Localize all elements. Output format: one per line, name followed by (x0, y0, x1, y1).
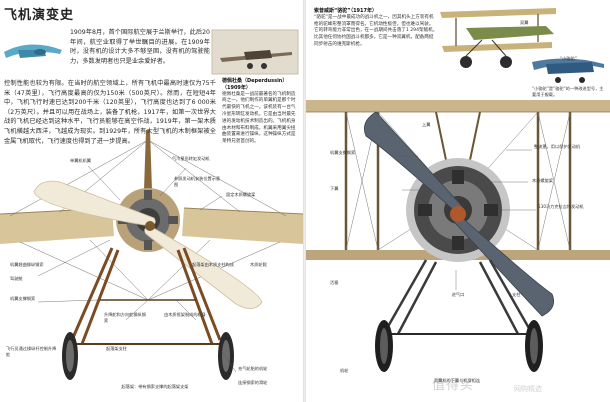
inset-label-biplane: 双翼 (520, 20, 529, 25)
callout-propeller: 固定木质螺旋桨 (226, 192, 256, 197)
left-page-illustration (0, 29, 303, 380)
sidebar-title: 德佩杜桑（Deperdussin）（1909年） (222, 78, 288, 91)
callout-engine-diagram: 参照发动机安装位置示意图 (174, 176, 221, 187)
sea-camel-inset-icon (532, 58, 604, 83)
intro-paragraph: 1909年8月，首个国际航空展于兰斯举行，此后20年间，航空业取得了举世瞩目的进… (70, 29, 210, 65)
right-callout-intake: 进气口 (451, 292, 465, 297)
right-page-illustration (306, 8, 610, 372)
right-callout-lower-wing: 下翼 (330, 186, 339, 191)
right-callout-cowling: 整流罩，用以保护发动机 (534, 144, 581, 149)
page-title: 飞机演变史 (4, 8, 75, 23)
camel-biplane-icon (440, 8, 556, 68)
book-gutter (303, 0, 306, 402)
callout-stick: 飞行员通过操纵杆控制升降舵 (6, 346, 57, 357)
deperdussin-sidebar: 德佩杜桑（Deperdussin）（1909年） 德佩杜桑是一战前最著名的飞机制… (222, 78, 300, 146)
callout-fuselage: 由木质框架制成的机身 (164, 312, 206, 317)
right-callout-strut: 支柱 (512, 292, 521, 297)
right-callout-upper-wing: 上翼 (422, 122, 431, 127)
body-paragraph: 控制性能也较为有限。在当时的航空领域上，所有飞机中最高时速仅为75千米（47英里… (4, 80, 216, 145)
callout-struts: 起落架支柱 (106, 346, 127, 351)
right-sidebar-title: 索普威斯“骆驼”（1917年） (314, 8, 377, 14)
right-page: 索普威斯“骆驼”（1917年） “骆驼”是一战中最成功的战斗机之一，因其机头上方… (306, 0, 610, 402)
right-callout-lines (396, 149, 536, 290)
deperdussin-plane-icon (0, 130, 303, 380)
sidebar-text: 德佩杜桑是一战前最著名的飞机制造商之一。他们制作的单翼机是那个时代最快的飞机之一… (222, 91, 296, 145)
callout-warping-wires: 机翼翘曲操纵钢索 (10, 262, 44, 267)
left-page: 飞机演变史 (0, 0, 303, 402)
right-sidebar-text: “骆驼”是一战中最成功的战斗机之一，因其机头上方装有机枪的驼峰形整流罩而得名。它… (314, 14, 438, 47)
right-bottom-caption: 双翼机的下翼与机身相连 (433, 378, 481, 383)
camel-frontal-icon (306, 100, 610, 372)
photo-icon (211, 29, 299, 75)
callout-tyre: 充气轮胎的机轮 (238, 366, 268, 371)
inset-caption: “小骆驼”是“骆驼”的一种改进型号，主要用于舰载。 (532, 86, 604, 97)
inset-label-sea-camel: “小骆驼” (560, 56, 577, 61)
callout-cockpit: 驾驶舱 (10, 276, 23, 281)
camel-sidebar: 索普威斯“骆驼”（1917年） “骆驼”是一战中最成功的战斗机之一，因其机头上方… (314, 8, 438, 49)
right-callout-piston: 活塞 (330, 280, 339, 285)
right-callout-wheel: 机轮 (340, 368, 349, 373)
callout-engine: 气冷星形转缸发动机 (172, 156, 210, 161)
callout-lines (37, 165, 237, 373)
right-callout-wires: 机翼支撑钢索 (330, 150, 356, 155)
callout-wing: 单翼机机翼 (70, 158, 91, 163)
watermark-text: 值得买 (432, 378, 475, 393)
callout-hub: 木质轮毂 (250, 262, 267, 267)
small-plane-icon (4, 44, 62, 58)
callout-pulley: 连接钢索的滑轮 (238, 380, 268, 385)
callout-bracing-wires: 机翼支撑钢索 (10, 296, 36, 301)
right-callout-engine: 130马力克拉吉特发动机 (538, 204, 584, 209)
right-callout-propeller: 木质螺旋桨 (532, 178, 553, 183)
callout-elevator-wires: 升降舵和方向舵操纵钢索 (104, 312, 146, 323)
bottom-caption: 起落架：带有钢索支撑的起落架支架 (121, 384, 189, 389)
callout-gear: 起落架由木质支柱构成 (192, 262, 234, 267)
watermark-subtext: 网购精选 (514, 385, 542, 393)
